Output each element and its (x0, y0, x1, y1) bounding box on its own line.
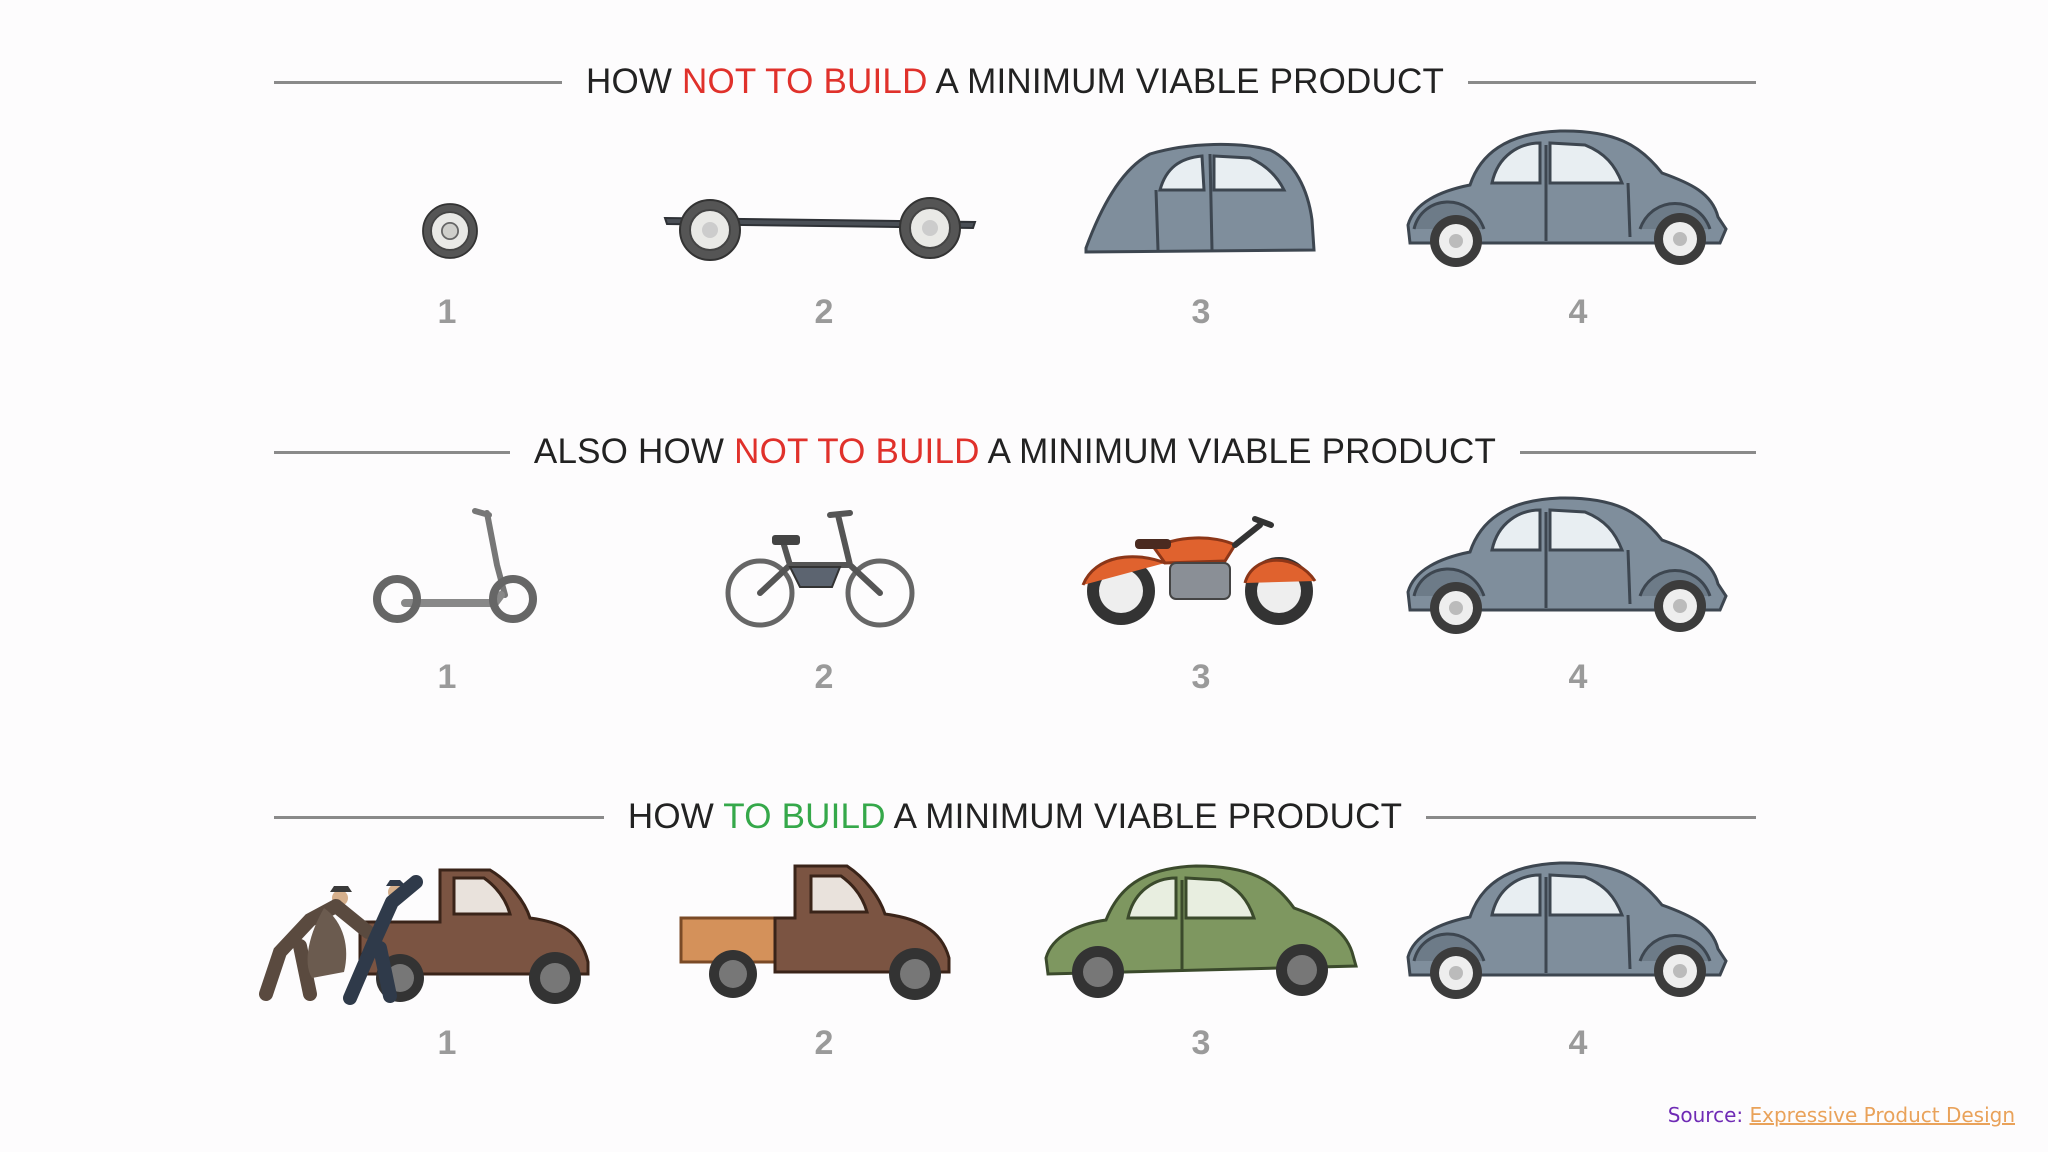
moped-icon (720, 505, 920, 630)
step-4-car (1390, 492, 1750, 642)
title-highlight: NOT TO BUILD (682, 62, 928, 101)
step-number: 4 (1538, 658, 1618, 697)
car-icon (1400, 492, 1740, 642)
step-number: 2 (784, 658, 864, 697)
source-link[interactable]: Expressive Product Design (1750, 1103, 2016, 1127)
step-number: 3 (1161, 1024, 1241, 1063)
step-2-truck (640, 862, 1000, 1002)
step-4-car (1390, 857, 1750, 1007)
section-title: HOW NOT TO BUILD A MINIMUM VIABLE PRODUC… (562, 62, 1468, 102)
title-suffix: A MINIMUM VIABLE PRODUCT (928, 62, 1444, 101)
source-credit: Source: Expressive Product Design (1668, 1103, 2015, 1127)
header-rule-right (1468, 81, 1756, 84)
car-icon (1400, 857, 1740, 1007)
step-number: 4 (1538, 293, 1618, 332)
section-header: HOW TO BUILD A MINIMUM VIABLE PRODUCT (274, 792, 1756, 842)
green-car-icon (1040, 862, 1360, 1002)
step-number: 1 (407, 1024, 487, 1063)
step-1-scooter (275, 505, 635, 625)
title-prefix: HOW (586, 62, 682, 101)
car-body-icon (1080, 140, 1320, 260)
section-header: ALSO HOW NOT TO BUILD A MINIMUM VIABLE P… (274, 427, 1756, 477)
step-number: 3 (1161, 658, 1241, 697)
title-highlight: TO BUILD (723, 797, 885, 836)
step-number: 1 (407, 658, 487, 697)
step-1-wheel (270, 195, 630, 267)
section-title: ALSO HOW NOT TO BUILD A MINIMUM VIABLE P… (510, 432, 1520, 472)
step-number: 1 (407, 293, 487, 332)
step-number: 2 (784, 293, 864, 332)
chassis-icon (655, 190, 985, 270)
source-prefix: Source: (1668, 1103, 1750, 1127)
title-suffix: A MINIMUM VIABLE PRODUCT (980, 432, 1496, 471)
pushed-truck-icon (240, 862, 620, 1012)
step-number: 4 (1538, 1024, 1618, 1063)
scooter-icon (365, 505, 545, 625)
car-icon (1400, 125, 1740, 275)
wheel-icon (414, 195, 486, 267)
title-prefix: HOW (628, 797, 723, 836)
step-4-car (1390, 125, 1750, 275)
step-2-chassis (640, 190, 1000, 270)
title-highlight: NOT TO BUILD (734, 432, 980, 471)
header-rule-left (274, 816, 604, 819)
step-3-motorcycle (1020, 505, 1380, 630)
step-2-moped (640, 505, 1000, 630)
section-header: HOW NOT TO BUILD A MINIMUM VIABLE PRODUC… (274, 57, 1756, 107)
step-number: 3 (1161, 293, 1241, 332)
title-prefix: ALSO HOW (534, 432, 734, 471)
step-3-car-body (1020, 140, 1380, 260)
truck-icon (675, 862, 965, 1002)
header-rule-left (274, 451, 510, 454)
motorcycle-icon (1075, 505, 1325, 630)
section-title: HOW TO BUILD A MINIMUM VIABLE PRODUCT (604, 797, 1426, 837)
header-rule-left (274, 81, 562, 84)
step-1-pushed-truck (240, 862, 620, 1012)
step-3-green-car (1020, 862, 1380, 1002)
step-number: 2 (784, 1024, 864, 1063)
header-rule-right (1426, 816, 1756, 819)
header-rule-right (1520, 451, 1756, 454)
title-suffix: A MINIMUM VIABLE PRODUCT (886, 797, 1402, 836)
